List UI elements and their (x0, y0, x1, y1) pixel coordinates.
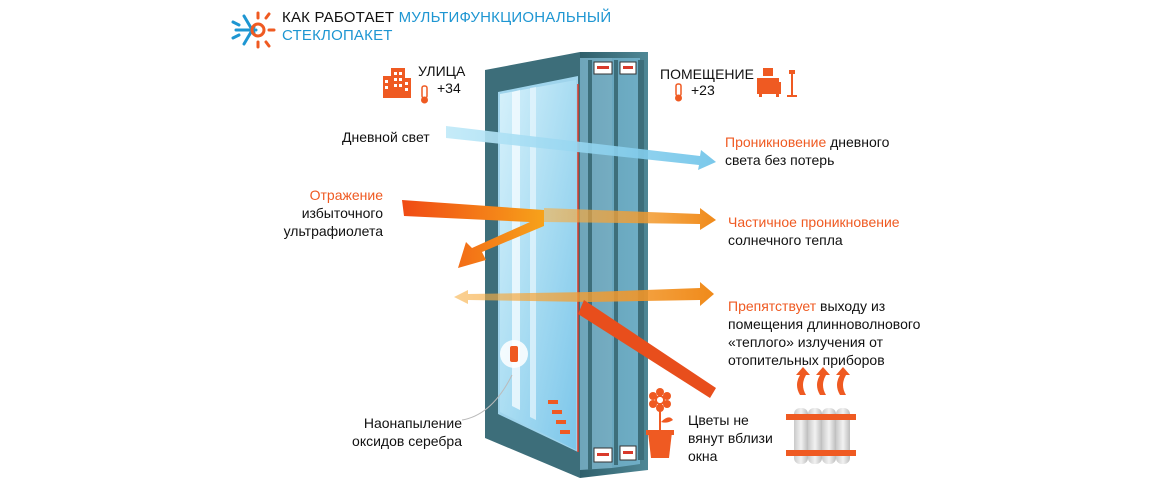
furniture-icon (757, 68, 797, 97)
radiator-icon (786, 408, 856, 464)
window-frame (485, 52, 648, 478)
street-label: УЛИЦА (418, 63, 466, 79)
partial-label: Частичное проникновение солнечного тепла (728, 213, 900, 249)
coating-callout-line (461, 374, 513, 421)
uv-reflection-arrow (402, 200, 544, 268)
title-blue-1: МУЛЬТИФУНКЦИОНАЛЬНЫЙ (398, 9, 612, 26)
prevents-line-4: отопительных приборов (728, 352, 885, 368)
street-temp: +34 (437, 80, 461, 96)
flowers-label: Цветы не вянут вблизи окна (688, 411, 773, 465)
reflection-line-2: избыточного (301, 205, 383, 221)
penetration-orange: Проникновение (725, 134, 827, 150)
flowers-line-2: вянут вблизи (688, 430, 773, 446)
thermometer-icon (421, 85, 428, 104)
reflection-label: Отражение избыточного ультрафиолета (284, 186, 383, 240)
coating-line-2: оксидов серебра (352, 433, 462, 449)
title-blue-2: СТЕКЛОПАКЕТ (282, 27, 393, 44)
page-title: КАК РАБОТАЕТ МУЛЬТИФУНКЦИОНАЛЬНЫЙ СТЕКЛО… (282, 9, 611, 45)
coating-label: Наонапыление оксидов серебра (352, 414, 462, 450)
penetration-line-2: света без потерь (725, 152, 835, 168)
penetration-line-1-rest: дневного (826, 134, 890, 150)
reflection-orange: Отражение (309, 187, 383, 203)
penetration-label: Проникновение дневного света без потерь (725, 133, 889, 169)
thermometer-icon (675, 83, 682, 102)
flower-pot-icon (646, 388, 674, 458)
room-temp: +23 (691, 82, 715, 98)
prevents-label: Препятствует выходу из помещения длиннов… (728, 297, 920, 369)
building-icon (383, 68, 411, 98)
daylight-label: Дневной свет (342, 129, 430, 145)
prevents-orange: Препятствует (728, 298, 817, 314)
flowers-line-3: окна (688, 448, 718, 464)
longwave-heat-arrow (454, 282, 716, 398)
snowflake-sun-logo-icon (231, 11, 276, 49)
title-dark: КАК РАБОТАЕТ (282, 9, 395, 26)
heat-arrows-icon (796, 367, 850, 395)
reflection-line-3: ультрафиолета (283, 223, 383, 239)
room-label: ПОМЕЩЕНИЕ (660, 66, 754, 82)
prevents-line-2: помещения длинноволнового (728, 316, 921, 332)
daylight-arrow (446, 126, 716, 170)
prevents-line-1-rest: выходу из (816, 298, 886, 314)
flowers-line-1: Цветы не (688, 412, 749, 428)
partial-line-2: солнечного тепла (728, 232, 843, 248)
coating-line-1: Наонапыление (363, 415, 462, 431)
partial-heat-arrow (544, 208, 716, 230)
partial-orange: Частичное проникновение (728, 214, 900, 230)
prevents-line-3: «теплого» излучения от (728, 334, 884, 350)
